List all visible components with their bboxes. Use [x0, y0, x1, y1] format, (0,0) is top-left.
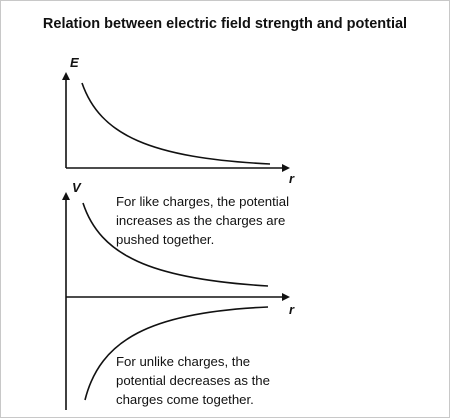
- v-vs-r-graph: V r: [62, 180, 295, 410]
- unlike-charges-note-line: potential decreases as the: [116, 373, 270, 388]
- e-vs-r-graph: E r: [62, 55, 295, 186]
- v-axis-label: V: [72, 180, 82, 195]
- like-charges-potential-curve: [82, 202, 269, 287]
- unlike-charges-note-line: charges come together.: [116, 392, 254, 407]
- unlike-charges-note-line: For unlike charges, the: [116, 354, 251, 369]
- e-axis-label: E: [70, 55, 79, 70]
- like-charges-note-line: increases as the charges are: [116, 213, 286, 228]
- figure-title: Relation between electric field strength…: [42, 16, 408, 32]
- like-charges-note-line: For like charges, the potential: [116, 194, 289, 209]
- like-charges-note: For like charges, the potential increase…: [116, 192, 289, 249]
- unlike-charges-note: For unlike charges, the potential decrea…: [116, 352, 270, 409]
- v-graph-r-axis-label: r: [289, 302, 295, 317]
- unlike-charges-potential-curve: [84, 306, 269, 401]
- e-graph-r-axis-label: r: [289, 171, 295, 186]
- like-charges-note-line: pushed together.: [116, 232, 215, 247]
- e-field-curve: [81, 82, 271, 165]
